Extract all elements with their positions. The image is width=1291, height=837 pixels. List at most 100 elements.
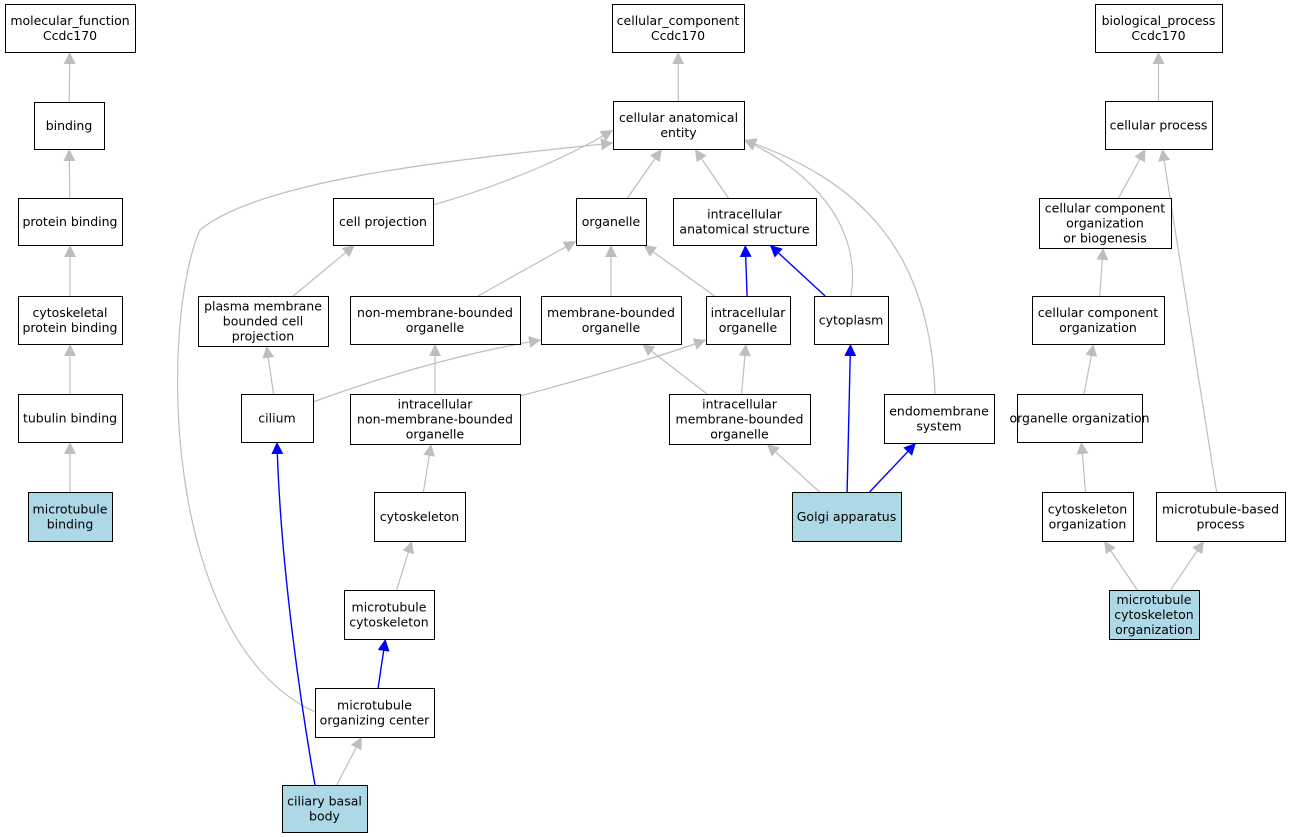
node-box — [1105, 101, 1213, 150]
node-box — [315, 688, 435, 738]
node-protein-binding[interactable]: protein binding — [18, 198, 123, 246]
node-label-line: intracellular — [702, 397, 778, 412]
node-box — [1042, 492, 1134, 542]
node-cell-projection[interactable]: cell projection — [333, 198, 434, 246]
node-cytoskeleton[interactable]: cytoskeleton — [374, 492, 466, 542]
node-label-line: cell projection — [339, 214, 427, 229]
edge-binding-to-mf-root — [63, 51, 76, 103]
node-box — [350, 296, 521, 345]
edge-cytoskeleton-organization-to-organelle-organization — [1076, 441, 1089, 493]
node-label-line: molecular_function — [10, 13, 129, 28]
node-label-line: organelle — [710, 427, 769, 442]
node-label-line: cellular component — [1038, 305, 1158, 320]
node-label-line: organization — [1049, 517, 1127, 532]
node-label-line: protein binding — [22, 320, 117, 335]
edge-microtubule-cytoskeleton-organization-to-microtubule-based-process — [1170, 540, 1205, 591]
node-cilium[interactable]: cilium — [241, 394, 314, 443]
edge-cellular-component-organization-to-cellular-component-organization-or-biogenesis — [1096, 247, 1109, 297]
edge-intracellular-membrane-bounded-organelle-to-membrane-bounded-organelle — [641, 343, 708, 395]
node-box — [282, 785, 368, 833]
node-organelle[interactable]: organelle — [576, 198, 647, 246]
node-label-line: cytoskeleton — [1048, 502, 1127, 517]
edge-intracellular-membrane-bounded-organelle-to-intracellular-organelle — [738, 343, 751, 395]
node-label-line: organelle — [406, 320, 465, 335]
node-label-line: Golgi apparatus — [797, 509, 897, 524]
node-box — [576, 198, 647, 246]
node-box — [18, 296, 123, 345]
node-cytoplasm[interactable]: cytoplasm — [814, 296, 889, 345]
edge-organelle-organization-to-cellular-component-organization — [1083, 343, 1098, 395]
edge-ciliary-basal-body-to-cilium — [271, 441, 316, 786]
node-label-line: organization — [1115, 622, 1193, 637]
node-binding[interactable]: binding — [34, 102, 105, 150]
node-box — [814, 296, 889, 345]
edge-cytoplasm-to-cellular-anatomical-entity — [743, 139, 854, 297]
node-label-line: entity — [660, 125, 697, 140]
node-golgi-apparatus[interactable]: Golgi apparatus — [792, 492, 902, 542]
node-box — [241, 394, 314, 443]
edge-golgi-apparatus-to-cytoplasm — [844, 343, 857, 493]
edge-microtubule-cytoskeleton-organization-to-cytoskeleton-organization — [1103, 540, 1138, 591]
edge-intracellular-anatomical-structure-to-cellular-anatomical-entity — [694, 148, 729, 199]
node-organelle-organization[interactable]: organelle organization — [1009, 394, 1150, 443]
node-box — [34, 102, 105, 150]
edge-microtubule-organizing-center-to-cellular-anatomical-entity — [177, 138, 614, 713]
edge-intracellular-organelle-to-intracellular-anatomical-structure — [739, 244, 752, 297]
node-tubulin-binding[interactable]: tubulin binding — [18, 394, 123, 443]
node-label-line: cellular_component — [617, 13, 740, 28]
edge-cilium-to-membrane-bounded-organelle — [312, 336, 542, 403]
node-box — [350, 394, 521, 445]
edge-non-membrane-bounded-organelle-to-organelle — [477, 240, 577, 297]
node-label-line: organization — [1066, 216, 1144, 231]
edge-intracellular-organelle-to-organelle — [643, 244, 715, 297]
edge-cell-projection-to-cellular-anatomical-entity — [432, 129, 614, 206]
node-label-line: cytoskeleton — [1114, 607, 1193, 622]
node-intracellular-non-membrane-bounded-organelle[interactable]: intracellularnon-membrane-boundedorganel… — [350, 394, 521, 445]
edge-intracellular-non-membrane-bounded-organelle-to-intracellular-organelle — [519, 338, 707, 397]
node-label-line: process — [1196, 517, 1244, 532]
node-box — [706, 296, 791, 345]
node-label-line: ciliary basal — [287, 794, 362, 809]
node-label-line: non-membrane-bounded — [357, 305, 513, 320]
node-box — [612, 4, 745, 53]
node-box — [18, 394, 123, 443]
edge-cilium-to-plasma-membrane-bounded-cell-projection — [262, 345, 275, 395]
node-cellular-process[interactable]: cellular process — [1105, 101, 1213, 150]
node-box — [669, 394, 811, 445]
node-label-line: cytoskeleton — [349, 615, 428, 630]
node-label-line: biological_process — [1102, 13, 1216, 28]
node-label-line: bounded cell — [223, 314, 303, 329]
node-label-line: intracellular — [398, 397, 474, 412]
node-label-line: binding — [46, 118, 93, 133]
node-label-line: membrane-bounded — [547, 305, 675, 320]
edge-microtubule-cytoskeleton-to-cytoskeleton — [396, 540, 415, 591]
node-label-line: cellular process — [1110, 118, 1208, 133]
node-label-line: cilium — [258, 411, 295, 426]
node-box — [673, 198, 817, 246]
edge-microtubule-organizing-center-to-microtubule-cytoskeleton — [377, 638, 390, 689]
node-label-line: microtubule — [337, 698, 412, 713]
node-label-line: body — [309, 809, 341, 824]
